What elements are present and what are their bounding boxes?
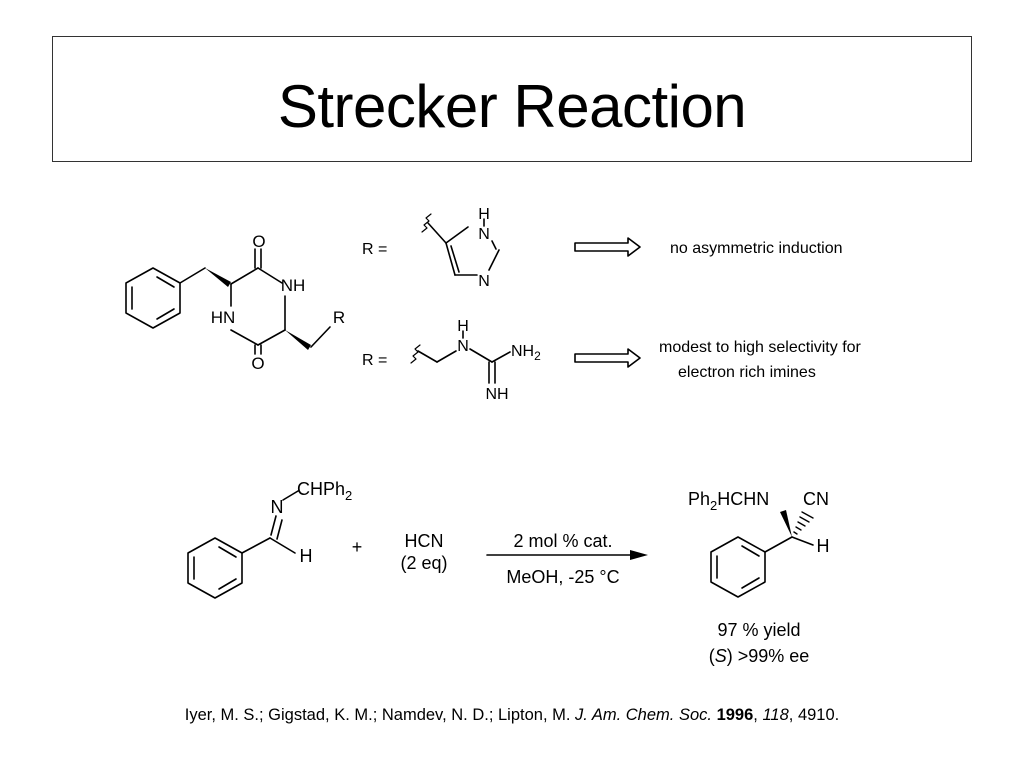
citation-volume: 118 — [762, 706, 789, 724]
imidazole-structure — [421, 213, 500, 276]
catalyst-benzene-ring — [125, 267, 181, 329]
catalyst-o-top: O — [252, 232, 265, 251]
catalyst-structure — [125, 248, 331, 355]
open-arrow-1 — [574, 237, 641, 257]
citation-year: 1996 — [716, 706, 754, 724]
guanidine-nh: NH — [485, 386, 508, 403]
imine-chph2: CHPh2 — [297, 479, 352, 503]
citation-journal: J. Am. Chem. Soc. — [575, 706, 712, 724]
guanidine-structure — [410, 330, 511, 384]
imidazole-n-bottom: N — [478, 273, 490, 290]
product-ee: (S) >99% ee — [709, 646, 810, 666]
citation-pages: , 4910. — [788, 706, 840, 724]
reagent-equivalents: (2 eq) — [400, 553, 447, 573]
imidazole-h: H — [478, 206, 490, 223]
conditions-catalyst: 2 mol % cat. — [513, 531, 612, 551]
option2-outcome-line2: electron rich imines — [678, 364, 816, 381]
product-structure — [710, 510, 814, 598]
reagent-hcn: HCN — [405, 531, 444, 551]
option2-r-equals: R = — [362, 352, 387, 369]
guanidine-nh2: NH2 — [511, 343, 541, 363]
open-arrow-2 — [574, 348, 641, 368]
option2-outcome-line1: modest to high selectivity for — [659, 339, 862, 356]
product-amine: Ph2HCHN — [688, 489, 769, 513]
imine-h: H — [300, 546, 313, 566]
catalyst-r-group: R — [333, 308, 345, 327]
imine-benzene-ring — [187, 537, 243, 599]
imidazole-n-top: N — [478, 226, 490, 243]
product-benzene-ring — [710, 536, 766, 598]
catalyst-hn: HN — [211, 308, 236, 327]
slide-title: Strecker Reaction — [277, 73, 747, 140]
plus-sign: + — [352, 537, 363, 557]
citation: Iyer, M. S.; Gigstad, K. M.; Namdev, N. … — [184, 706, 840, 724]
reaction-arrow — [486, 550, 648, 560]
product-h: H — [817, 536, 830, 556]
title-box: Strecker Reaction — [52, 36, 972, 162]
citation-authors: Iyer, M. S.; Gigstad, K. M.; Namdev, N. … — [184, 706, 576, 724]
catalyst-o-bottom: O — [251, 354, 264, 373]
imine-structure — [187, 490, 299, 599]
product-cn: CN — [803, 489, 829, 509]
option1-r-equals: R = — [362, 241, 387, 258]
catalyst-nh: NH — [281, 276, 306, 295]
imine-n: N — [271, 497, 284, 517]
option1-outcome: no asymmetric induction — [670, 240, 843, 257]
product-yield: 97 % yield — [717, 620, 800, 640]
guanidine-n: N — [457, 338, 469, 355]
guanidine-h: H — [457, 318, 469, 335]
conditions-solvent-temp: MeOH, -25 °C — [506, 567, 619, 587]
